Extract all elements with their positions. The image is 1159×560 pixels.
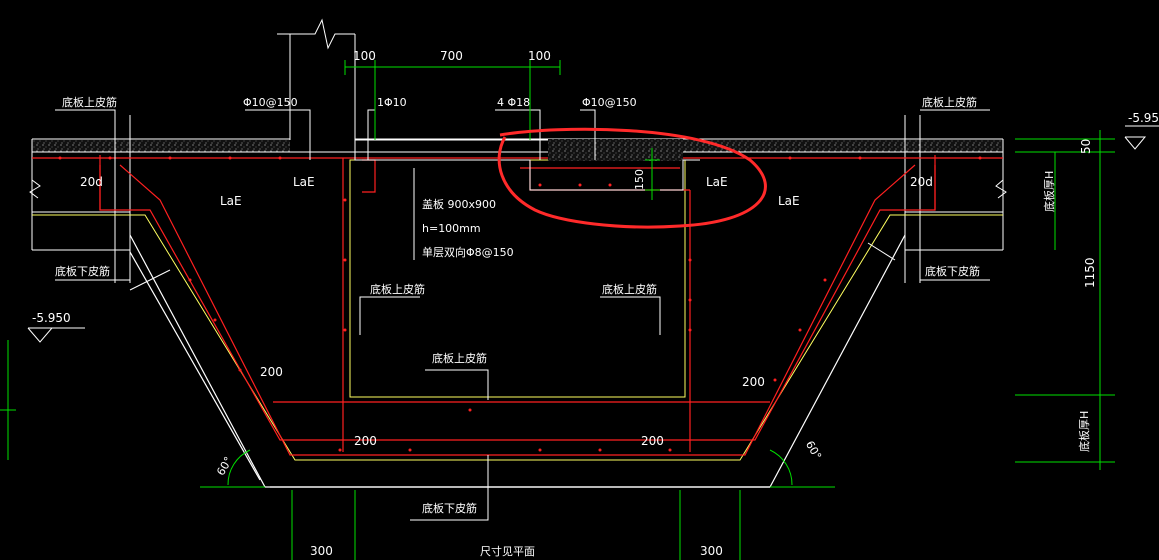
dim-100-right: 100 xyxy=(528,49,551,63)
label-20d-right: 20d xyxy=(910,175,933,189)
label-rebar-spacing-right: Φ10@150 xyxy=(582,96,637,109)
dim-150: 150 xyxy=(633,169,646,190)
dim-200-bottom-left: 200 xyxy=(354,434,377,448)
label-lae-4: LaE xyxy=(778,194,800,208)
pit-outline xyxy=(129,234,906,488)
label-lae-2: LaE xyxy=(220,194,242,208)
label-bottom-bottom-rebar: 底板下皮筋 xyxy=(422,501,477,515)
dim-200-left-slope: 200 xyxy=(260,365,283,379)
elevation-markers xyxy=(27,125,1159,343)
label-angle-left: 60° xyxy=(214,455,235,478)
dim-300-left: 300 xyxy=(310,544,333,558)
label-bottom-rebar-left: 底板下皮筋 xyxy=(55,264,110,278)
upper-break xyxy=(290,18,355,50)
label-rebar-spacing-left: Φ10@150 xyxy=(243,96,298,109)
yellow-top-left xyxy=(32,214,1003,461)
dim-200-right-slope: 200 xyxy=(742,375,765,389)
label-4phi18: 4 Φ18 xyxy=(497,96,530,109)
break-symbol-right xyxy=(995,179,1007,199)
slab-hatch-left xyxy=(32,140,290,152)
pit-outer-inner xyxy=(129,251,261,481)
dimension-lines xyxy=(0,60,1115,560)
label-size-see-plan: 尺寸见平面 xyxy=(480,544,535,558)
upper-wall-left xyxy=(277,33,291,140)
label-inner-top-rebar-center: 底板上皮筋 xyxy=(432,351,487,365)
rebar-dots xyxy=(58,156,982,452)
dim-50: 50 xyxy=(1079,139,1093,154)
label-thickness-vert-1: 底板厚H xyxy=(1042,171,1056,212)
label-1phi10: 1Φ10 xyxy=(377,96,407,109)
lid-outline xyxy=(354,140,700,191)
lid-rebar xyxy=(362,159,376,193)
elev-right-triangle xyxy=(1124,136,1147,150)
label-elevation-left: -5.950 xyxy=(32,311,71,325)
sloped-rebar-left-2 xyxy=(99,165,936,441)
label-top-rebar-right: 底板上皮筋 xyxy=(922,95,977,109)
top-slab xyxy=(29,18,1007,283)
label-angle-right: 60° xyxy=(803,439,824,462)
sloped-rebar-left xyxy=(119,164,916,456)
label-lae-1: LaE xyxy=(293,175,315,189)
markup-circle xyxy=(497,127,767,229)
label-thickness-vert-2: 底板厚H xyxy=(1077,411,1091,452)
yellow-opening xyxy=(349,159,686,398)
label-inner-top-rebar-right: 底板上皮筋 xyxy=(602,282,657,296)
label-lid-line3: 单层双向Φ8@150 xyxy=(422,245,514,259)
elev-left-triangle xyxy=(27,327,54,343)
lid-hatch xyxy=(548,139,683,161)
dim-300-right: 300 xyxy=(700,544,723,558)
break-symbol-left xyxy=(29,179,41,199)
label-lid-line2: h=100mm xyxy=(422,222,481,235)
label-lid-line1: 盖板 900x900 xyxy=(422,197,496,211)
label-lae-3: LaE xyxy=(706,175,728,189)
dim-1150: 1150 xyxy=(1083,257,1097,288)
text-labels: 100 700 100 底板上皮筋 Φ10@150 1Φ10 4 Φ18 Φ10… xyxy=(32,49,1159,558)
dim-200-bottom-right: 200 xyxy=(641,434,664,448)
dim-700: 700 xyxy=(440,49,463,63)
label-elevation-right: -5.95 xyxy=(1128,111,1159,125)
label-bottom-rebar-right: 底板下皮筋 xyxy=(925,264,980,278)
lid-plate xyxy=(354,139,700,191)
leader-lines xyxy=(55,109,990,521)
label-20d-left: 20d xyxy=(80,175,103,189)
label-top-rebar-left: 底板上皮筋 xyxy=(62,95,117,109)
pit-outer xyxy=(129,234,906,488)
dim-100-left: 100 xyxy=(353,49,376,63)
label-inner-top-rebar-left: 底板上皮筋 xyxy=(370,282,425,296)
yellow-profile xyxy=(32,159,1003,461)
